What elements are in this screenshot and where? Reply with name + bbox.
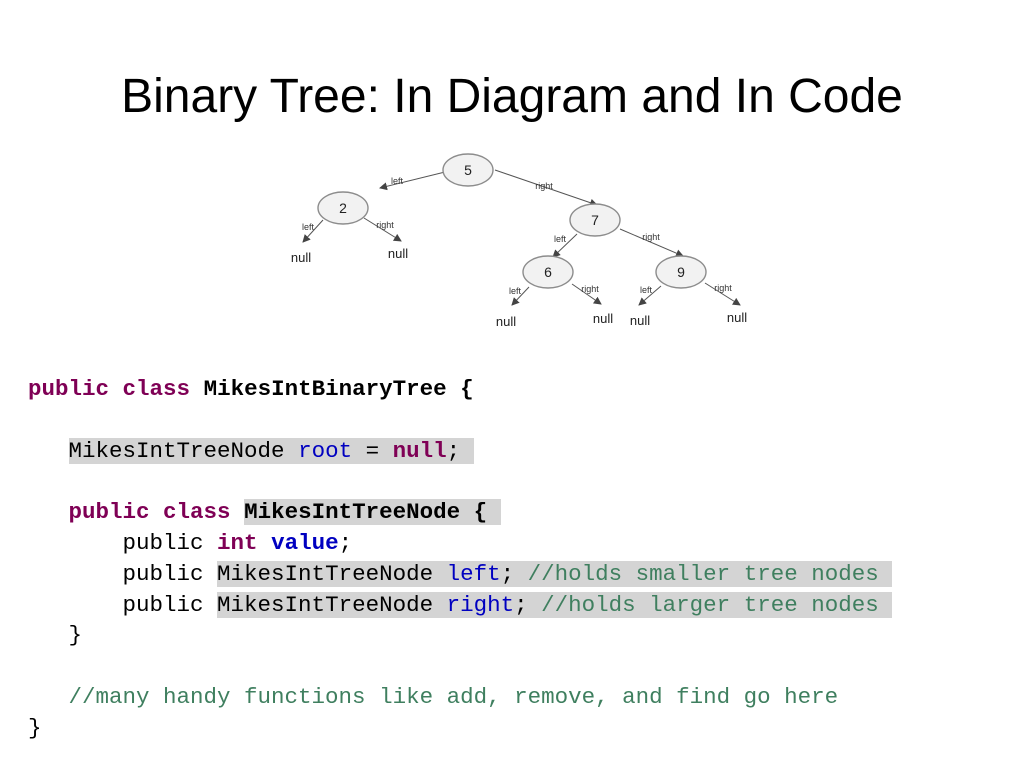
code-line-inner-close: }: [28, 620, 892, 651]
field-root: root: [298, 437, 353, 464]
highlighted-code: MikesIntTreeNode left; //holds smaller t…: [217, 560, 893, 587]
field-right: right: [446, 591, 515, 618]
modifier: public: [122, 591, 204, 618]
slide-title: Binary Tree: In Diagram and In Code: [121, 70, 903, 123]
code-line-blank: [28, 651, 892, 682]
edge-6-left: [511, 286, 530, 306]
edge-label-left: left: [391, 176, 404, 186]
modifier: public: [122, 529, 204, 556]
code-line-comment: //many handy functions like add, remove,…: [28, 682, 892, 713]
modifier: public: [122, 560, 204, 587]
class-name: MikesIntBinaryTree: [203, 376, 447, 402]
null-label: null: [291, 250, 311, 265]
tree-node-9: [655, 255, 707, 289]
semicolon: ;: [338, 529, 353, 556]
type-name: MikesIntTreeNode: [217, 560, 434, 587]
null-label: null: [496, 314, 516, 329]
comment: //holds larger tree nodes: [541, 591, 879, 618]
type-name: MikesIntTreeNode: [217, 591, 434, 618]
code-line-root: MikesIntTreeNode root = null;: [28, 436, 892, 467]
edge-9-left: [638, 285, 662, 306]
edge-label-right: right: [581, 284, 599, 294]
brace: }: [68, 622, 83, 649]
edge-7-right: [619, 228, 684, 257]
edge-label-right: right: [376, 220, 394, 230]
keyword: int: [217, 529, 258, 556]
brace: {: [460, 376, 474, 402]
semicolon: ;: [446, 437, 461, 464]
tree-svg: left right left right left right left ri…: [291, 153, 747, 329]
code-line-left: public MikesIntTreeNode left; //holds sm…: [28, 559, 893, 590]
edge-2-right: [363, 217, 402, 242]
code-line-blank: [28, 466, 892, 497]
highlighted-code: MikesIntTreeNode {: [244, 499, 501, 526]
tree-node-5: [442, 153, 494, 187]
code-line-outer-close: }: [28, 713, 892, 744]
edge-label-left: left: [302, 222, 315, 232]
code-line-value: public int value;: [28, 528, 892, 559]
comment: //holds smaller tree nodes: [527, 560, 879, 587]
edge-label-right: right: [642, 232, 660, 242]
code-block: public class MikesIntBinaryTree { MikesI…: [28, 374, 893, 744]
binary-tree-diagram: left right left right left right left ri…: [270, 148, 770, 338]
node-value: 6: [544, 264, 552, 280]
edge-5-left: [379, 171, 446, 191]
highlighted-code: MikesIntTreeNode root = null;: [68, 437, 474, 464]
node-value: 9: [677, 264, 685, 280]
keyword: null: [392, 437, 447, 464]
tree-node-7: [569, 203, 621, 237]
type-name: MikesIntTreeNode: [68, 437, 285, 464]
keyword: class: [122, 376, 191, 402]
edge-2-left: [302, 219, 324, 243]
node-value: 5: [464, 162, 472, 178]
node-value: 7: [591, 212, 599, 228]
edge-9-right: [704, 282, 741, 306]
field-left: left: [446, 560, 501, 587]
keyword: class: [163, 499, 231, 526]
brace: {: [473, 499, 488, 526]
semicolon: ;: [500, 560, 515, 587]
field-value: value: [271, 529, 339, 556]
edge-label-left: left: [554, 234, 567, 244]
tree-node-6: [522, 255, 574, 289]
semicolon: ;: [514, 591, 528, 618]
tree-node-2: [317, 191, 369, 225]
edge-6-right: [571, 283, 602, 305]
brace: }: [28, 714, 42, 741]
edge-5-right: [494, 169, 598, 207]
highlighted-code: MikesIntTreeNode right; //holds larger t…: [217, 591, 893, 618]
code-line-inner-class: public class MikesIntTreeNode {: [28, 497, 892, 528]
operator: =: [365, 437, 380, 464]
edge-label-left: left: [640, 285, 653, 295]
null-label: null: [727, 310, 747, 325]
comment: //many handy functions like add, remove,…: [68, 683, 839, 710]
null-label: null: [593, 311, 613, 326]
null-label: null: [630, 313, 650, 328]
edge-label-right: right: [535, 181, 553, 191]
code-line-blank: [28, 405, 892, 436]
code-line-right: public MikesIntTreeNode right; //holds l…: [28, 590, 893, 621]
keyword: public: [68, 499, 150, 526]
null-label: null: [388, 246, 408, 261]
code-line-1: public class MikesIntBinaryTree {: [28, 374, 892, 405]
edge-7-left: [552, 233, 578, 258]
node-value: 2: [339, 200, 347, 216]
keyword: public: [28, 376, 110, 402]
class-name: MikesIntTreeNode: [244, 499, 461, 526]
edge-label-left: left: [509, 286, 522, 296]
edge-label-right: right: [714, 283, 732, 293]
